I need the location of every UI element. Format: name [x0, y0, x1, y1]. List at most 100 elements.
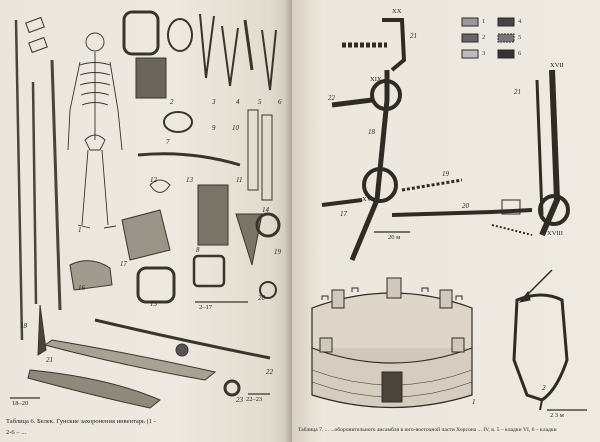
tower-xviii-inner	[535, 79, 544, 216]
legend-box-1	[461, 17, 479, 27]
plan-scale-label: 20 м	[388, 234, 401, 241]
arrowhead	[235, 213, 263, 266]
tower-plan-small	[512, 293, 569, 402]
small-ring	[223, 379, 241, 397]
skeleton	[67, 32, 123, 229]
tower-label-xix: XIX	[370, 76, 382, 83]
label-14: 14	[262, 206, 269, 214]
wall-19	[401, 178, 463, 192]
figure-number-2: 2	[542, 384, 546, 392]
label-6: 6	[278, 98, 282, 106]
label-5: 5	[258, 98, 262, 106]
wall-17	[321, 198, 363, 207]
label-23: 23	[236, 396, 243, 404]
wall-num-18: 18	[368, 128, 375, 136]
label-2: 2	[170, 98, 174, 106]
plan-tower-xx	[382, 18, 407, 72]
wall-18	[349, 70, 390, 261]
ring-1	[163, 111, 193, 133]
legend-6: 6	[518, 50, 522, 57]
object-16	[69, 260, 113, 291]
legend-3: 3	[482, 50, 486, 57]
label-3: 3	[212, 98, 216, 106]
ring-2	[255, 212, 281, 238]
right-plate-illustration	[311, 17, 587, 411]
building-small	[501, 199, 521, 215]
label-8: 8	[196, 246, 200, 254]
left-caption-line2: 2-6 – ...	[6, 429, 27, 436]
label-4: 4	[236, 98, 240, 106]
plate-whetstone	[197, 184, 229, 246]
label-1: 1	[78, 226, 82, 234]
label-13: 13	[186, 176, 193, 184]
plaque-ornate	[135, 57, 167, 99]
pendant-1	[149, 179, 171, 193]
line-dashed	[491, 224, 533, 236]
knife-blade	[27, 369, 161, 409]
buckle-large	[122, 10, 160, 56]
sword-1	[14, 19, 24, 341]
sword-2	[31, 81, 38, 305]
ornament-2	[28, 36, 48, 54]
spear-blade	[43, 339, 217, 381]
left-plate-illustration	[10, 10, 281, 409]
tower-label-xx: XX	[392, 8, 402, 15]
wall-num-22: 22	[328, 94, 335, 102]
wall-20	[391, 208, 533, 217]
rod-knob	[175, 343, 189, 357]
right-page: XX XIX XVII XVI XVIII 21 22 18 17 19 20 …	[292, 0, 600, 442]
tower-label-xvii-top: XVII	[550, 62, 564, 69]
label-22: 22	[266, 368, 273, 376]
label-21: 21	[46, 356, 53, 364]
scale-label-top: 2–17	[199, 304, 212, 311]
rod-long	[94, 318, 271, 360]
wall-num-17: 17	[340, 210, 347, 218]
wall-num-21: 21	[410, 32, 417, 40]
spearhead-small	[37, 304, 47, 356]
object-17	[121, 209, 171, 261]
legend-5: 5	[518, 34, 522, 41]
wall-num-21b: 21	[514, 88, 521, 96]
left-page: 18 2 3 4 5 6 7 9 10 11 12 13 14 15 16 17…	[0, 0, 292, 442]
wall-22	[331, 97, 373, 108]
legend-box-4	[497, 17, 515, 27]
label-16: 16	[78, 284, 85, 292]
legend-2: 2	[482, 34, 486, 41]
wall-num-20: 20	[462, 202, 469, 210]
scale-label-bottom-right: 22–23	[246, 396, 263, 403]
label-11: 11	[236, 176, 243, 184]
tower-xvii	[538, 194, 570, 226]
bottom-scale-label: 2 3 м	[550, 412, 564, 419]
label-9: 9	[212, 124, 216, 132]
label-18: 18	[20, 322, 27, 330]
round-tower-drawing	[311, 277, 473, 409]
ornament-1	[25, 16, 45, 34]
legend-box-2	[461, 33, 479, 43]
label-19: 19	[274, 248, 281, 256]
fitting-3	[243, 19, 254, 71]
strip-1	[247, 109, 259, 191]
fitting-4	[261, 29, 277, 91]
wall-21-b	[539, 69, 561, 237]
tower-xvi	[362, 167, 398, 203]
right-caption: Таблица 7. ... ...оборонительного ансамб…	[298, 427, 557, 433]
scale-label-bottom-left: 18–20	[12, 400, 29, 407]
label-10: 10	[232, 124, 239, 132]
fitting-2	[221, 25, 239, 87]
label-17: 17	[120, 260, 127, 268]
label-12: 12	[150, 176, 157, 184]
tower-label-xvi: XVI	[362, 196, 374, 203]
tower-xix	[370, 79, 402, 111]
legend-1: 1	[482, 18, 486, 25]
label-15: 15	[150, 300, 157, 308]
wall-num-19: 19	[442, 170, 449, 178]
left-caption-line1: Таблица 6. Белек. Гунские захоронения ин…	[6, 418, 156, 425]
ring-3	[259, 281, 277, 299]
buckle-15	[136, 266, 176, 304]
tower-label-xviii: XVIII	[547, 230, 563, 237]
buckle-2	[167, 18, 193, 52]
fitting-1	[199, 13, 215, 79]
label-7: 7	[166, 138, 170, 146]
strip-2	[261, 114, 273, 201]
